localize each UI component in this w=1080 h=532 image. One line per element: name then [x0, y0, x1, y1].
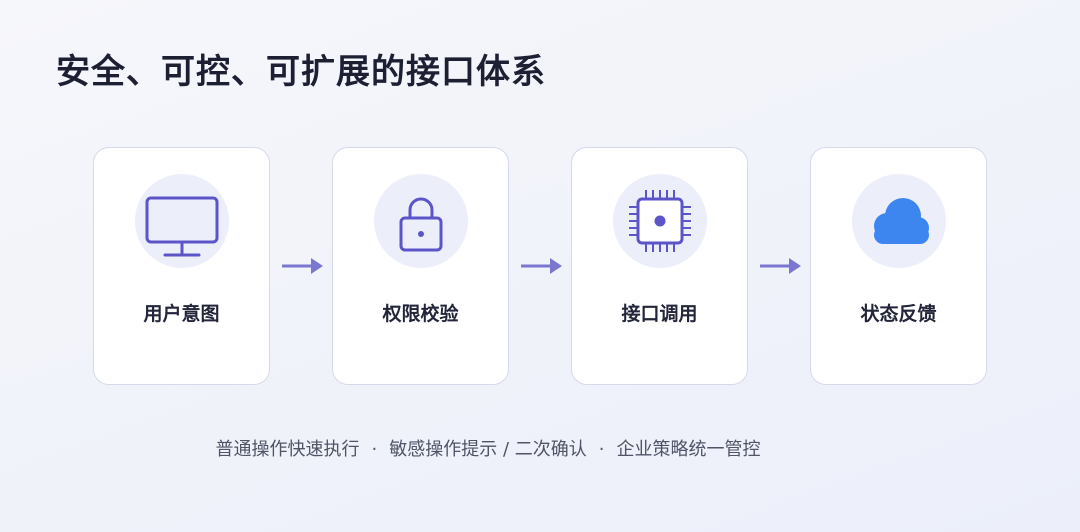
process-flow: 用户意图 权限校验 — [93, 147, 989, 387]
step-label: 权限校验 — [382, 303, 459, 325]
footer-item: 企业策略统一管控 — [616, 439, 761, 460]
chip-icon — [629, 190, 691, 252]
arrow-right-icon — [282, 258, 323, 274]
icon-badge — [852, 174, 946, 268]
monitor-icon — [145, 196, 219, 257]
step-card-user-intent: 用户意图 — [93, 147, 270, 385]
separator-dot: · — [371, 439, 378, 460]
separator-dot: · — [598, 439, 605, 460]
icon-badge — [374, 174, 468, 268]
arrow-right-icon — [521, 258, 562, 274]
footer-item: 敏感操作提示 / 二次确认 — [389, 439, 587, 460]
icon-badge — [135, 174, 229, 268]
arrow-right-icon — [760, 258, 801, 274]
step-label: 状态反馈 — [860, 303, 937, 325]
step-card-status-feedback: 状态反馈 — [810, 147, 987, 385]
step-card-permission-check: 权限校验 — [332, 147, 509, 385]
footer-item: 普通操作快速执行 — [215, 439, 360, 460]
lock-icon — [399, 197, 443, 252]
step-label: 用户意图 — [143, 303, 220, 325]
step-label: 接口调用 — [621, 303, 698, 325]
step-card-api-call: 接口调用 — [571, 147, 748, 385]
footer-note: 普通操作快速执行 · 敏感操作提示 / 二次确认 · 企业策略统一管控 — [0, 436, 976, 464]
page-title: 安全、可控、可扩展的接口体系 — [56, 52, 546, 92]
cloud-icon — [874, 198, 929, 244]
icon-badge — [613, 174, 707, 268]
